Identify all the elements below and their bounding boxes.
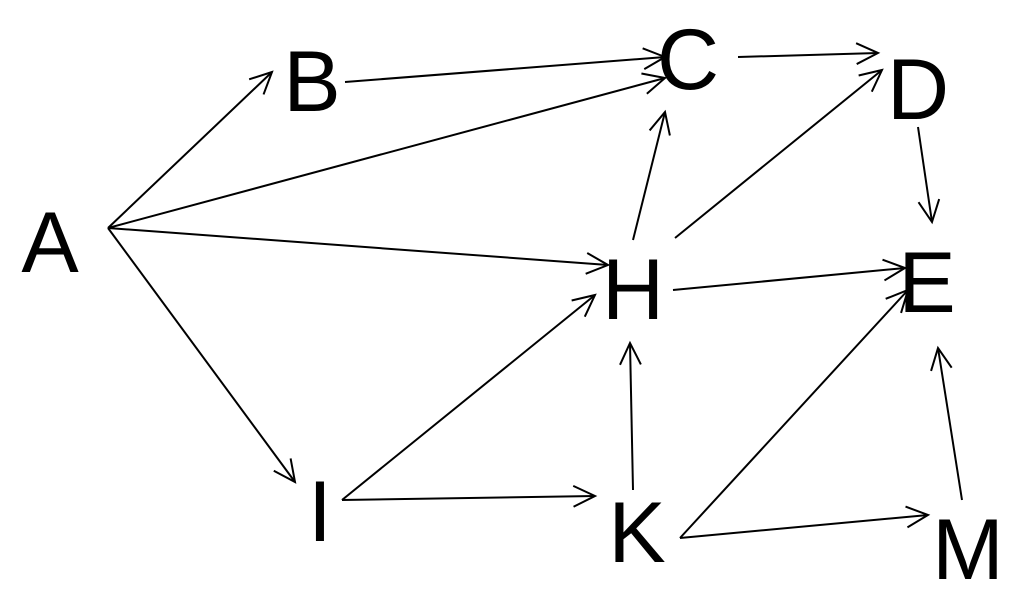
arrowhead-icon xyxy=(571,293,597,318)
node-d: D xyxy=(887,42,949,138)
edge-line xyxy=(341,294,596,501)
node-i: I xyxy=(308,464,332,560)
edge-k-h xyxy=(619,340,642,491)
arrowhead-icon xyxy=(585,252,611,275)
node-b: B xyxy=(283,34,340,130)
edge-line xyxy=(917,126,933,223)
arrowhead-icon xyxy=(273,458,297,484)
edge-a-b xyxy=(107,70,274,229)
edge-i-h xyxy=(341,293,597,501)
arrowhead-icon xyxy=(248,70,274,95)
arrowhead-icon xyxy=(648,109,671,136)
arrowhead-icon xyxy=(572,484,598,508)
edge-a-c xyxy=(107,72,668,229)
edge-line xyxy=(674,69,883,239)
node-h: H xyxy=(602,242,664,338)
edge-line xyxy=(107,227,296,483)
arrowhead-icon xyxy=(882,258,908,282)
edge-b-c xyxy=(344,47,668,83)
edge-line xyxy=(937,347,963,501)
node-k: K xyxy=(608,485,665,581)
node-e: E xyxy=(898,235,955,331)
edge-line xyxy=(107,227,609,266)
edge-h-e xyxy=(672,258,908,291)
edge-a-i xyxy=(107,227,297,484)
edge-line xyxy=(737,52,879,58)
edge-line xyxy=(107,71,273,229)
arrowhead-icon xyxy=(855,42,881,65)
edge-line xyxy=(107,77,666,229)
arrowhead-icon xyxy=(905,505,931,529)
edge-k-e xyxy=(679,288,910,539)
edge-line xyxy=(632,111,666,241)
arrowhead-icon xyxy=(930,345,953,372)
edge-line xyxy=(344,56,666,83)
edges xyxy=(107,42,963,539)
arrowhead-icon xyxy=(642,47,668,70)
node-a: A xyxy=(21,195,79,291)
edge-d-e xyxy=(917,126,941,225)
arrowhead-icon xyxy=(885,288,910,314)
edge-line xyxy=(679,289,909,539)
edge-c-d xyxy=(737,42,881,65)
edge-m-e xyxy=(930,345,963,501)
edge-line xyxy=(679,514,929,539)
edge-line xyxy=(341,495,596,501)
edge-h-d xyxy=(674,68,884,239)
nodes: A B C D E H I K M xyxy=(21,12,1004,598)
edge-i-k xyxy=(341,484,598,508)
node-c: C xyxy=(657,12,719,108)
arrowhead-icon xyxy=(917,198,941,225)
edge-a-h xyxy=(107,227,611,275)
edge-k-m xyxy=(679,505,931,539)
node-m: M xyxy=(932,502,1004,598)
arrowhead-icon xyxy=(858,68,884,93)
arrowhead-icon xyxy=(619,340,642,366)
edge-line xyxy=(629,342,634,491)
arrowhead-icon xyxy=(641,72,668,95)
edge-h-c xyxy=(632,109,671,241)
edge-line xyxy=(672,267,906,291)
